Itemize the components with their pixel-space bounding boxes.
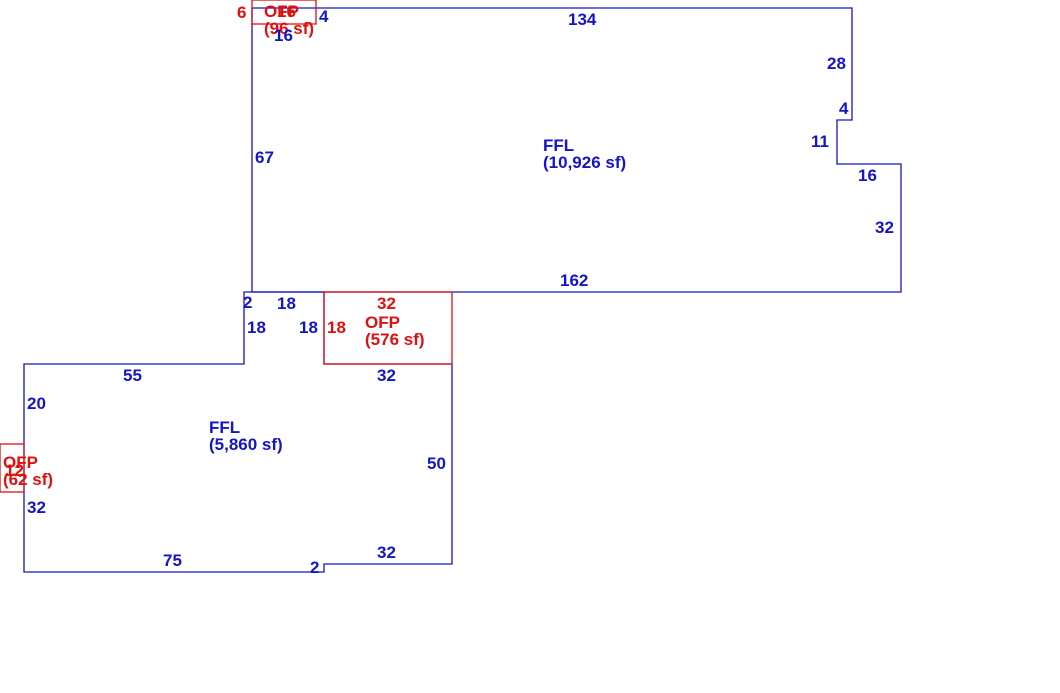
dim-label: 32: [377, 543, 396, 562]
porch-top-area: (96 sf): [264, 19, 314, 38]
dim-label: 32: [377, 366, 396, 385]
porch-middle-outline: [323, 291, 453, 365]
dim-label: 16: [274, 26, 293, 45]
dim-label: 16: [858, 166, 877, 185]
dim-label: 18: [327, 318, 346, 337]
upper-ffl-area: (10,926 sf): [543, 153, 626, 172]
dim-label: 6: [237, 3, 246, 22]
dim-label: 16: [277, 2, 296, 21]
porch-middle-code: OFP: [365, 313, 400, 332]
dim-label: 28: [827, 54, 846, 73]
dim-label: 50: [427, 454, 446, 473]
porch-left-outline: [0, 443, 25, 493]
dim-label: 4: [319, 7, 329, 26]
lower-ffl-area: (5,860 sf): [209, 435, 283, 454]
dim-label: 75: [163, 551, 182, 570]
dim-label: 20: [27, 394, 46, 413]
dim-label: 2: [310, 558, 319, 577]
porch-left-code: OFP: [3, 453, 38, 472]
dim-label: 32: [27, 498, 46, 517]
dim-label: 18: [247, 318, 266, 337]
lower-ffl-code: FFL: [209, 418, 240, 437]
dim-label: 11: [811, 132, 829, 151]
dim-label: 134: [568, 10, 597, 29]
dim-label: 32: [875, 218, 894, 237]
dim-label: 67: [255, 148, 274, 167]
dim-label: 162: [560, 271, 588, 290]
dim-label: 55: [123, 366, 142, 385]
upper-ffl-outline: [251, 7, 902, 293]
dim-label: 32: [377, 294, 396, 313]
dim-label: 18: [277, 294, 296, 313]
dim-label: 12: [5, 461, 24, 480]
dim-label: 18: [299, 318, 318, 337]
porch-left-area: (62 sf): [3, 470, 53, 489]
porch-middle-area: (576 sf): [365, 330, 425, 349]
porch-top-code: OFP: [264, 2, 299, 21]
upper-ffl-code: FFL: [543, 136, 574, 155]
dim-label: 4: [839, 99, 849, 118]
porch-top-outline: [251, 0, 317, 25]
dim-label: 2: [243, 293, 252, 312]
